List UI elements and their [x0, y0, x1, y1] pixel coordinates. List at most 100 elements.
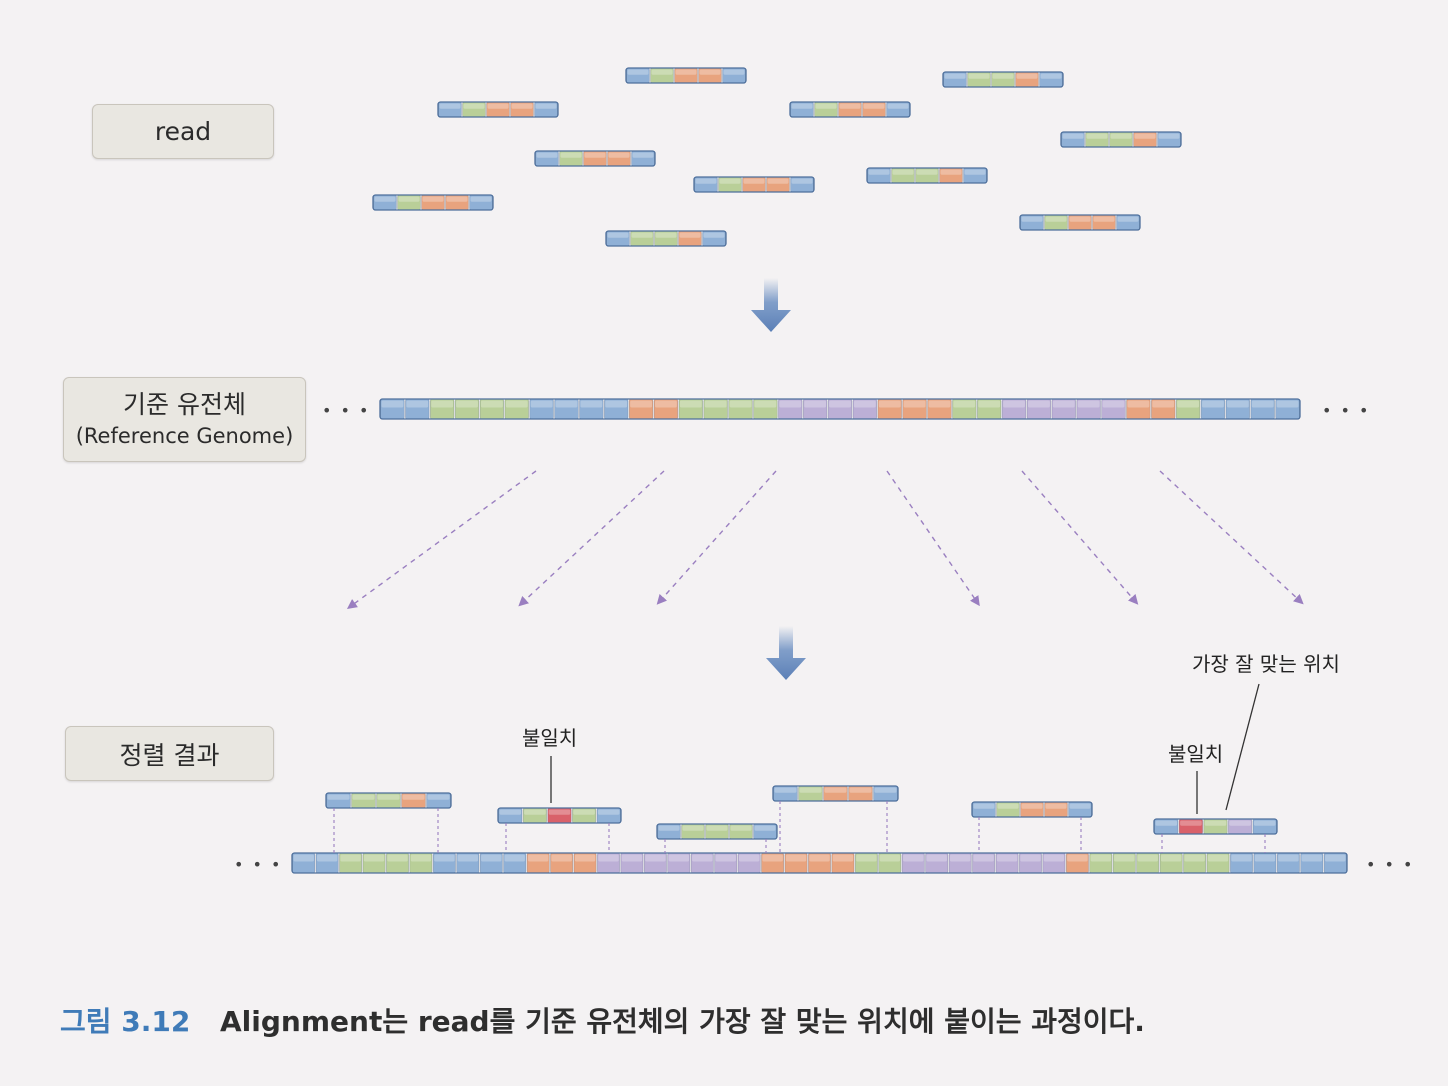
strand-outline: [1060, 131, 1182, 148]
base-highlight: [1134, 133, 1156, 139]
base-highlight: [903, 400, 926, 408]
base-highlight: [1052, 400, 1075, 408]
strand-outline: [693, 176, 815, 193]
base-highlight: [456, 400, 478, 408]
base-highlight: [723, 69, 745, 75]
ellipsis-reference-left: • • •: [322, 401, 370, 420]
base-highlight: [791, 103, 813, 109]
best-match-leader: [1225, 683, 1260, 811]
arrow-down-icon: [751, 278, 791, 332]
base-highlight: [815, 103, 837, 109]
mapping-guide-line: [346, 470, 537, 609]
base-highlight: [1062, 133, 1084, 139]
base-highlight: [997, 803, 1019, 809]
strand-outline: [789, 101, 911, 118]
base-highlight: [785, 854, 807, 862]
base-highlight: [1077, 400, 1100, 408]
reference-label-english: (Reference Genome): [75, 423, 294, 448]
base-highlight: [1093, 216, 1115, 222]
base-highlight: [548, 809, 571, 815]
base-highlight: [422, 196, 444, 202]
base-highlight: [706, 825, 728, 831]
base-highlight: [573, 809, 595, 815]
base-highlight: [1155, 820, 1178, 826]
base-highlight: [398, 196, 420, 202]
base-highlight: [480, 400, 503, 408]
mismatch-annotation-right: 불일치: [1168, 742, 1224, 766]
base-highlight: [1160, 854, 1182, 862]
base-highlight: [824, 787, 847, 793]
base-highlight: [730, 825, 752, 831]
base-highlight: [363, 854, 385, 862]
base-highlight: [381, 400, 404, 408]
base-highlight: [608, 152, 630, 158]
aligned-read-segment: [971, 801, 1093, 818]
reference-genome-strand: [379, 398, 1301, 420]
base-highlight: [551, 854, 572, 862]
mapping-guide-line: [518, 470, 665, 607]
figure-number: 그림 3.12: [60, 1005, 191, 1038]
base-highlight: [1045, 803, 1067, 809]
base-highlight: [530, 400, 553, 408]
base-highlight: [1204, 820, 1227, 826]
base-highlight: [1251, 400, 1274, 408]
base-highlight: [916, 169, 938, 175]
base-highlight: [944, 73, 966, 79]
base-highlight: [655, 400, 677, 408]
result-reference-strand: [291, 852, 1348, 874]
strand-outline: [497, 807, 622, 824]
base-highlight: [504, 854, 525, 862]
figure-caption: 그림 3.12 Alignment는 read를 기준 유전체의 가장 잘 맞는…: [60, 1000, 1145, 1040]
base-highlight: [973, 854, 994, 862]
base-highlight: [953, 400, 976, 408]
base-highlight: [431, 400, 454, 408]
base-highlight: [1020, 854, 1041, 862]
base-highlight: [699, 69, 721, 75]
base-highlight: [651, 69, 673, 75]
base-highlight: [293, 854, 314, 862]
base-highlight: [754, 400, 777, 408]
base-highlight: [682, 825, 704, 831]
base-highlight: [964, 169, 986, 175]
base-highlight: [1117, 216, 1139, 222]
base-highlight: [695, 178, 717, 184]
flow-arrows: [751, 278, 806, 680]
base-highlight: [535, 103, 557, 109]
base-highlight: [1253, 820, 1276, 826]
base-highlight: [856, 854, 877, 862]
aligned-read-segment: [497, 807, 622, 824]
base-highlight: [1202, 400, 1224, 408]
base-highlight: [470, 196, 492, 202]
base-highlight: [316, 854, 338, 862]
base-highlight: [679, 400, 702, 408]
base-highlight: [511, 103, 533, 109]
base-highlight: [779, 400, 802, 408]
base-highlight: [903, 854, 924, 862]
base-highlight: [434, 854, 455, 862]
base-highlight: [1021, 803, 1043, 809]
base-highlight: [949, 854, 971, 862]
base-highlight: [524, 809, 546, 815]
base-highlight: [352, 794, 375, 800]
read-label-box: read: [92, 104, 274, 159]
base-highlight: [1180, 820, 1202, 826]
base-highlight: [632, 152, 654, 158]
base-highlight: [774, 787, 797, 793]
strand-outline: [1019, 214, 1141, 231]
strand-outline: [372, 194, 494, 211]
base-highlight: [402, 794, 425, 800]
result-label: 정렬 결과: [119, 740, 220, 770]
base-highlight: [645, 854, 666, 862]
base-highlight: [487, 103, 509, 109]
base-highlight: [799, 787, 822, 793]
result-label-box: 정렬 결과: [65, 726, 274, 781]
base-highlight: [655, 232, 677, 238]
base-highlight: [598, 854, 619, 862]
base-highlight: [410, 854, 432, 862]
read-label: read: [154, 117, 212, 146]
base-highlight: [874, 787, 897, 793]
base-highlight: [1231, 854, 1252, 862]
base-highlight: [377, 794, 400, 800]
base-highlight: [832, 854, 854, 862]
base-highlight: [607, 232, 629, 238]
